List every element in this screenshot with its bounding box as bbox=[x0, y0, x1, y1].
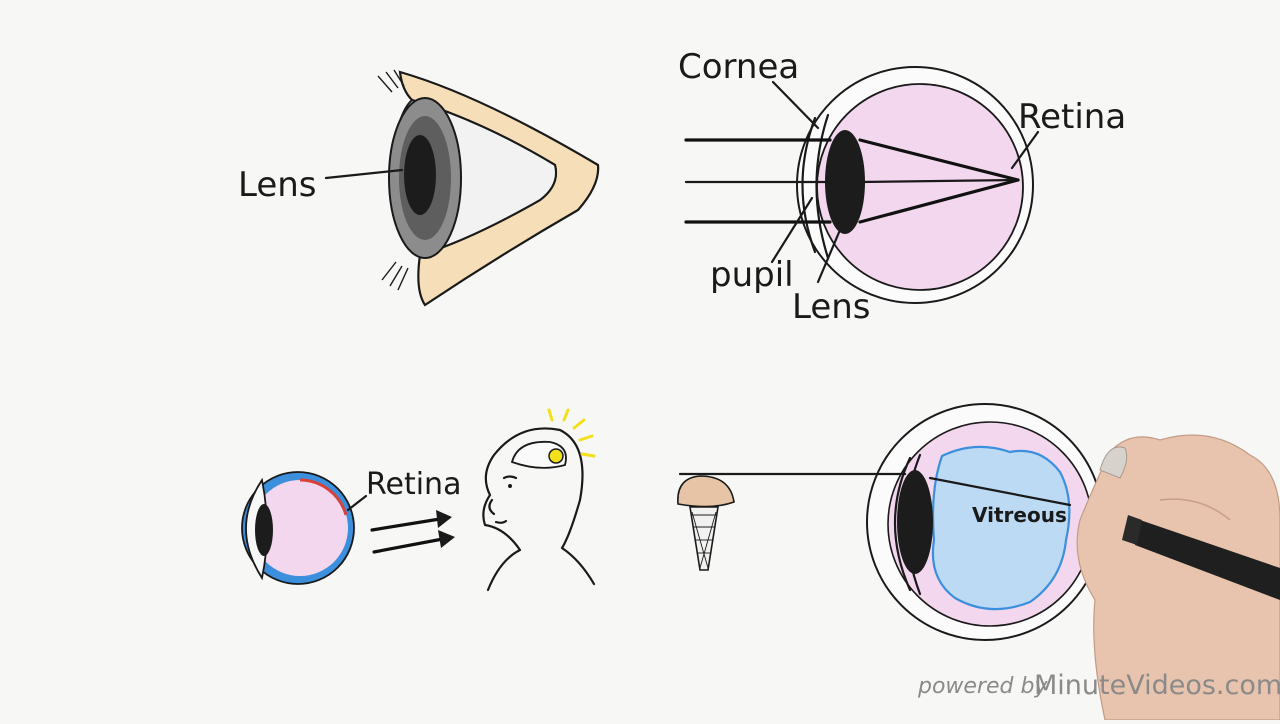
label-retina-bottom: Retina bbox=[366, 467, 461, 502]
label-pupil: pupil bbox=[710, 255, 794, 295]
watermark-brand: MinuteVideos.com bbox=[1034, 670, 1280, 701]
side-eye-drawing bbox=[324, 69, 600, 307]
head-with-brain-drawing bbox=[482, 408, 596, 592]
label-lens-section: Lens bbox=[792, 287, 871, 327]
label-cornea: Cornea bbox=[678, 47, 799, 87]
large-eye-drawing bbox=[678, 403, 1104, 641]
cross-section-eye-drawing bbox=[684, 66, 1040, 304]
label-vitreous: Vitreous bbox=[972, 503, 1067, 527]
label-lens-side: Lens bbox=[238, 165, 317, 205]
hand-with-marker bbox=[1076, 434, 1280, 721]
watermark-prefix: powered by bbox=[917, 674, 1048, 699]
small-eye-drawing bbox=[241, 471, 368, 585]
ice-cream-cone-drawing bbox=[677, 475, 735, 571]
signal-arrows bbox=[370, 510, 455, 554]
label-retina-top: Retina bbox=[1018, 97, 1126, 137]
